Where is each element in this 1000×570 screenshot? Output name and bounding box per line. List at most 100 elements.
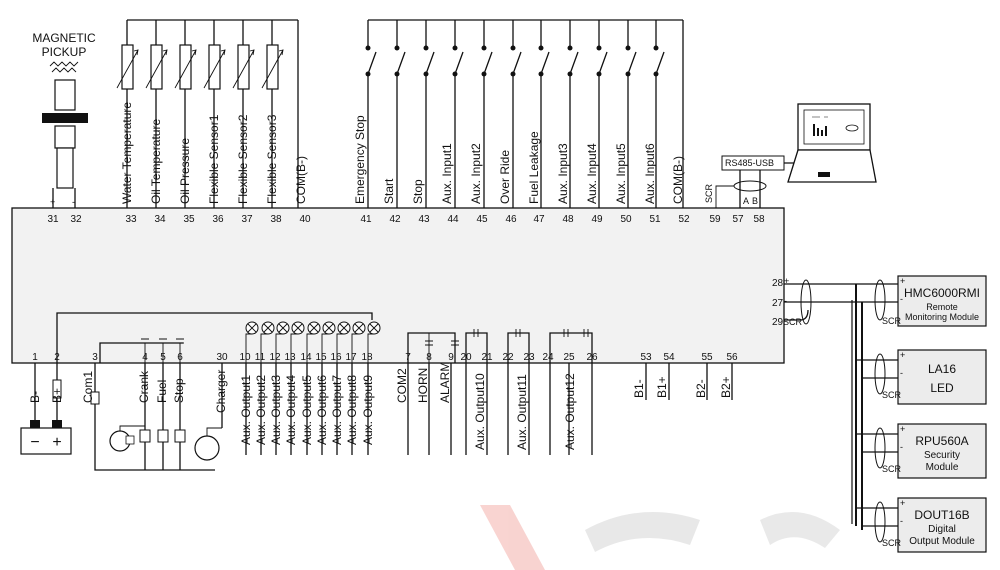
usb-a-label: A [743, 196, 749, 206]
usb-scr-label: SCR [704, 183, 714, 203]
label-water-temperature: Water Temperature [120, 102, 134, 204]
top-terminal-labels: Water Temperature Oil Temperature Oil Pr… [120, 102, 685, 204]
label-fuel: Fuel [155, 380, 169, 403]
label-b1-minus: B1- [632, 379, 646, 398]
engine-relays [90, 363, 223, 471]
label-aux-input6: Aux. Input6 [643, 143, 657, 204]
label-aux-output9: Aux. Output9 [361, 375, 375, 445]
terminal-42: 42 [389, 214, 401, 225]
label-flexible-sensor3: Flexible Sensor3 [265, 114, 279, 204]
terminal-51: 51 [649, 214, 661, 225]
output-indicator-lamps [245, 321, 381, 335]
module-sub1: Remote [926, 302, 958, 312]
label-crank: Crank [137, 370, 151, 403]
terminal-46: 46 [505, 214, 517, 225]
module-la16: LA16 LED + - SCR [882, 349, 987, 405]
terminal-14: 14 [300, 352, 312, 363]
module-sub1: Digital [928, 524, 956, 535]
module-bus-taps [856, 279, 898, 543]
terminal-15: 15 [315, 352, 327, 363]
label-b1-plus: B1+ [655, 376, 669, 398]
label-aux-output2: Aux. Output2 [254, 375, 268, 445]
module-scr: SCR [882, 538, 902, 548]
module-hmc6000rmi: HMC6000RMI Remote Monitoring Module + - … [882, 275, 987, 327]
terminal-41: 41 [360, 214, 372, 225]
module-scr: SCR [882, 316, 902, 326]
terminal-16: 16 [330, 352, 342, 363]
terminal-38: 38 [270, 214, 282, 225]
sensor-resistors [116, 44, 284, 90]
label-start: Start [382, 178, 396, 204]
module-sub1: LED [930, 381, 954, 395]
terminal-10: 10 [239, 352, 251, 363]
module-minus: - [900, 516, 903, 526]
terminal-29: 29 [772, 317, 784, 328]
battery-plus: + [52, 434, 61, 451]
terminal-1: 1 [32, 352, 38, 363]
label-charger: Charger [214, 370, 228, 413]
terminal-49: 49 [591, 214, 603, 225]
terminal-24: 24 [542, 352, 554, 363]
module-plus: + [900, 498, 905, 508]
module-plus: + [900, 276, 905, 286]
label-b-minus: B- [28, 391, 42, 403]
module-sub2: Module [926, 462, 959, 473]
terminal-44: 44 [447, 214, 459, 225]
controller-body [11, 207, 785, 364]
terminal-36: 36 [212, 214, 224, 225]
label-b2-minus: B2- [694, 379, 708, 398]
label-flexible-sensor1: Flexible Sensor1 [207, 114, 221, 204]
terminal-37: 37 [241, 214, 253, 225]
label-aux-output4: Aux. Output4 [284, 375, 298, 445]
label-aux-input5: Aux. Input5 [614, 143, 628, 204]
module-title: DOUT16B [914, 508, 969, 522]
module-title: HMC6000RMI [904, 286, 980, 300]
module-title: LA16 [928, 362, 956, 376]
rs485-usb-link: RS485-USB SCR A B [704, 103, 877, 208]
module-scr: SCR [882, 464, 902, 474]
pickup-minus: - [72, 197, 75, 207]
input-switches [365, 20, 684, 208]
label-b2-plus: B2+ [719, 376, 733, 398]
terminal-28: 28 [772, 278, 784, 289]
label-com1: Com1 [81, 371, 95, 403]
module-plus: + [900, 424, 905, 434]
terminal-18: 18 [361, 352, 373, 363]
terminal-25: 25 [563, 352, 575, 363]
module-scr: SCR [882, 390, 902, 400]
terminal-48: 48 [562, 214, 574, 225]
module-sub2: Output Module [909, 536, 975, 547]
terminal-45: 45 [476, 214, 488, 225]
terminal-28-sign: + [784, 276, 789, 286]
label-b-plus: B+ [50, 388, 64, 403]
terminal-17: 17 [345, 352, 357, 363]
terminal-59: 59 [709, 214, 721, 225]
terminal-27-sign: - [784, 296, 787, 306]
label-aux-output7: Aux. Output7 [330, 375, 344, 445]
terminal-47: 47 [533, 214, 545, 225]
terminal-32: 32 [70, 214, 82, 225]
label-aux-output12: Aux. Output12 [563, 373, 577, 450]
label-com-b-52: COM(B-) [671, 156, 685, 204]
label-stop: Stop [411, 179, 425, 204]
label-stop-output: Stop [172, 378, 186, 403]
label-aux-input2: Aux. Input2 [469, 143, 483, 204]
label-aux-output11: Aux. Output11 [515, 374, 529, 450]
module-rpu560a: RPU560A Security Module + - SCR [882, 423, 987, 479]
terminal-34: 34 [154, 214, 166, 225]
label-horn: HORN [416, 368, 430, 403]
module-sub1: Security [924, 450, 960, 461]
usb-b-label: B [752, 196, 758, 206]
terminal-12: 12 [269, 352, 281, 363]
module-minus: - [900, 294, 903, 304]
terminal-3: 3 [92, 352, 98, 363]
label-aux-output1: Aux. Output1 [239, 375, 253, 445]
terminal-57: 57 [732, 214, 744, 225]
label-flexible-sensor2: Flexible Sensor2 [236, 114, 250, 204]
terminal-54: 54 [663, 352, 675, 363]
label-com2: COM2 [395, 368, 409, 403]
bottom-terminal-labels: B- B+ Com1 Crank Fuel Stop Charger Aux. … [28, 362, 733, 450]
laptop-icon [787, 103, 877, 183]
terminal-35: 35 [183, 214, 195, 225]
